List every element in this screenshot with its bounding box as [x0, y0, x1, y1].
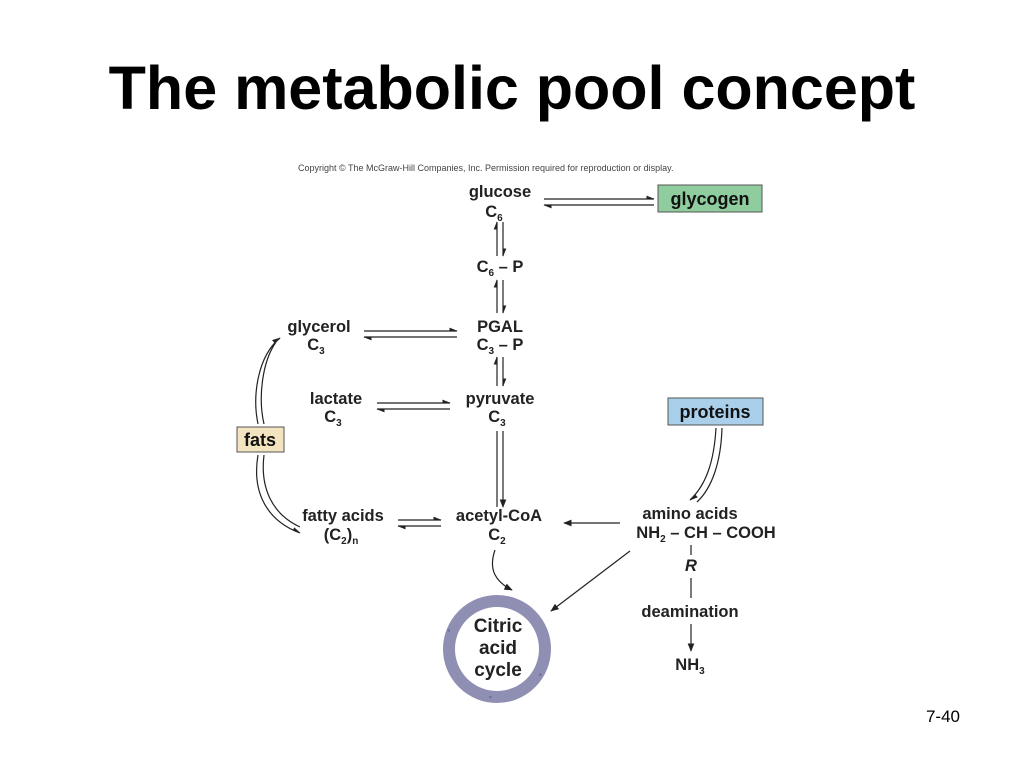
pgal-formula: C3 – P — [477, 336, 524, 357]
citric-acid-cycle: Citric acid cycle — [443, 595, 551, 703]
fatty-acids-formula: (C2)n — [324, 526, 359, 547]
glycogen-box — [657, 184, 763, 213]
cycle-label-line2: acid — [479, 638, 517, 659]
deamination-label: deamination — [641, 603, 738, 621]
arrow-fattyacids-fats-b — [262, 454, 301, 528]
proteins-label: proteins — [679, 402, 750, 422]
slide-number: 7-40 — [925, 707, 960, 726]
glucose-node: glucose C6 — [469, 183, 531, 224]
pyruvate-label: pyruvate — [466, 390, 535, 408]
cycle-label-line3: cycle — [474, 660, 522, 681]
arrow-proteins-to-aminoacids — [689, 427, 717, 501]
lactate-node: lactate C3 — [310, 390, 362, 429]
arrow-glycerol-fats-b — [260, 341, 277, 425]
cycle-label-line1: Citric — [474, 616, 523, 637]
fatty-acids-label: fatty acids — [302, 507, 384, 525]
lactate-formula: C3 — [324, 408, 342, 429]
arrow-acetylcoa-to-cycle — [491, 549, 513, 591]
arrow-aminoacids-proteins-b — [696, 427, 723, 503]
arrow-fats-to-glycerol — [255, 337, 281, 425]
acetyl-coa-node: acetyl-CoA C2 — [456, 507, 542, 547]
r-group-label: R — [685, 557, 697, 575]
cycle-arrow-left — [446, 628, 461, 676]
glycerol-label: glycerol — [287, 318, 350, 336]
cycle-arrow-bottom — [488, 690, 517, 699]
amino-acids-formula: NH2 – CH – COOH — [636, 524, 775, 545]
copyright-notice: Copyright © The McGraw-Hill Companies, I… — [298, 163, 674, 173]
arrow-fats-to-fattyacids — [256, 454, 301, 534]
nh3-label: NH3 — [675, 656, 705, 677]
amino-acids-label: amino acids — [642, 505, 737, 523]
glucose-formula: C6 — [485, 203, 503, 224]
pgal-label: PGAL — [477, 318, 523, 336]
proteins-box — [667, 397, 764, 426]
glycerol-formula: C3 — [307, 336, 325, 357]
glucose-label: glucose — [469, 183, 531, 201]
fats-box — [236, 426, 285, 453]
c6p-label: C6 – P — [477, 258, 524, 279]
glycogen-label: glycogen — [670, 189, 749, 209]
pyruvate-formula: C3 — [488, 408, 506, 429]
fats-label: fats — [244, 430, 276, 450]
pgal-node: PGAL C3 – P — [477, 318, 524, 357]
glycogen-node: glycogen — [657, 184, 763, 213]
lactate-label: lactate — [310, 390, 362, 408]
proteins-node: proteins — [667, 397, 764, 426]
glycerol-node: glycerol C3 — [287, 318, 350, 357]
fatty-acids-node: fatty acids (C2)n — [302, 507, 384, 547]
fats-node: fats — [236, 426, 285, 453]
arrow-aminoacids-to-cycle — [550, 550, 631, 612]
amino-acids-node: amino acids NH2 – CH – COOH R — [636, 505, 775, 575]
cycle-arrow-right — [533, 618, 547, 677]
acetyl-coa-label: acetyl-CoA — [456, 507, 542, 525]
pyruvate-node: pyruvate C3 — [466, 390, 535, 429]
acetyl-coa-formula: C2 — [488, 526, 506, 547]
slide-title: The metabolic pool concept — [108, 54, 916, 122]
